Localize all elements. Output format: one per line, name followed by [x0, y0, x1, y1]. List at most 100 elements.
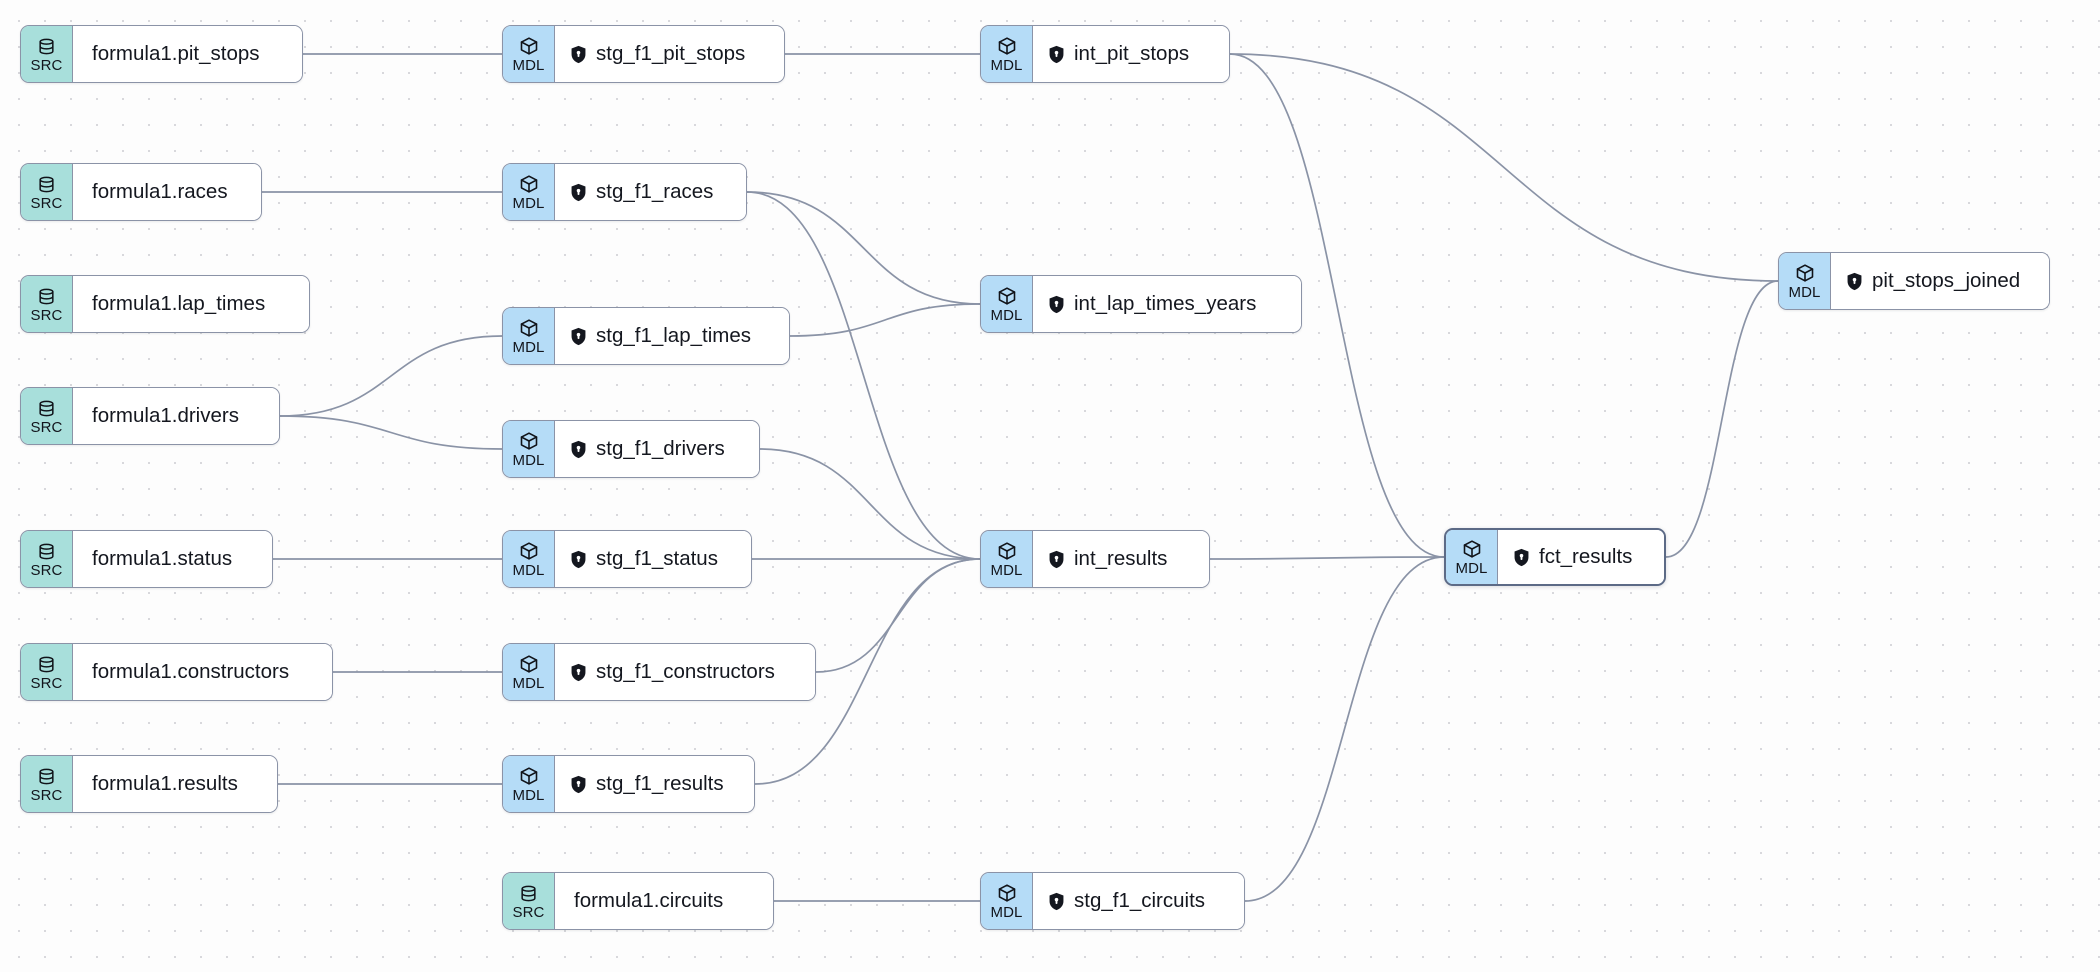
badge-label: SRC [30, 56, 63, 74]
cube-icon [519, 318, 539, 338]
node-label: int_lap_times_years [1074, 291, 1257, 315]
lineage-node-src-constructors[interactable]: SRC formula1.constructors [20, 643, 333, 701]
lineage-edge [789, 303, 981, 337]
node-body: stg_f1_constructors [555, 644, 815, 700]
node-body: stg_f1_results [555, 756, 754, 812]
cube-icon [519, 36, 539, 56]
badge-label: SRC [30, 194, 63, 212]
lineage-edge [1244, 556, 1445, 902]
node-label: stg_f1_status [596, 546, 718, 570]
lineage-node-int-lap-times[interactable]: MDL int_lap_times_years [980, 275, 1302, 333]
badge-label: SRC [30, 306, 63, 324]
node-body: fct_results [1498, 530, 1664, 584]
node-label: formula1.constructors [92, 659, 290, 683]
node-label: formula1.drivers [92, 403, 239, 427]
node-body: formula1.pit_stops [73, 26, 302, 82]
lineage-edge [279, 335, 503, 417]
badge-label: SRC [30, 674, 63, 692]
node-label: stg_f1_lap_times [596, 323, 751, 347]
shield-lock-icon [1846, 272, 1863, 291]
source-badge: SRC [21, 644, 73, 700]
database-icon [519, 883, 538, 903]
badge-label: SRC [30, 418, 63, 436]
lineage-edge [746, 191, 981, 305]
node-label: formula1.lap_times [92, 291, 266, 315]
lineage-node-int-pit-stops[interactable]: MDL int_pit_stops [980, 25, 1230, 83]
node-label: stg_f1_races [596, 179, 714, 203]
badge-label: MDL [512, 674, 545, 692]
model-badge: MDL [503, 756, 555, 812]
node-label: formula1.results [92, 771, 238, 795]
node-label: int_pit_stops [1074, 41, 1190, 65]
lineage-node-src-results[interactable]: SRC formula1.results [20, 755, 278, 813]
node-body: stg_f1_drivers [555, 421, 759, 477]
model-badge: MDL [503, 644, 555, 700]
node-body: stg_f1_circuits [1033, 873, 1244, 929]
cube-icon [519, 431, 539, 451]
node-label: fct_results [1539, 544, 1633, 568]
lineage-node-stg-results[interactable]: MDL stg_f1_results [502, 755, 755, 813]
shield-lock-icon [1048, 45, 1065, 64]
cube-icon [997, 541, 1017, 561]
lineage-node-src-lap-times[interactable]: SRC formula1.lap_times [20, 275, 310, 333]
lineage-edge [746, 191, 981, 560]
lineage-node-stg-constructors[interactable]: MDL stg_f1_constructors [502, 643, 816, 701]
node-label: stg_f1_circuits [1074, 888, 1206, 912]
node-label: int_results [1074, 546, 1168, 570]
badge-label: MDL [990, 306, 1023, 324]
shield-lock-icon [570, 440, 587, 459]
badge-label: MDL [512, 561, 545, 579]
shield-lock-icon [570, 775, 587, 794]
cube-icon [519, 541, 539, 561]
lineage-node-src-races[interactable]: SRC formula1.races [20, 163, 262, 221]
database-icon [37, 654, 56, 674]
database-icon [37, 286, 56, 306]
shield-lock-icon [570, 663, 587, 682]
node-body: pit_stops_joined [1831, 253, 2049, 309]
lineage-edge [1209, 556, 1445, 560]
lineage-node-src-pit-stops[interactable]: SRC formula1.pit_stops [20, 25, 303, 83]
source-badge: SRC [503, 873, 555, 929]
badge-label: MDL [512, 194, 545, 212]
node-body: formula1.circuits [555, 873, 773, 929]
node-label: formula1.status [92, 546, 233, 570]
lineage-edge [279, 415, 503, 450]
database-icon [37, 398, 56, 418]
node-body: formula1.races [73, 164, 261, 220]
node-body: stg_f1_races [555, 164, 746, 220]
badge-label: MDL [990, 56, 1023, 74]
model-badge: MDL [1779, 253, 1831, 309]
node-body: stg_f1_status [555, 531, 751, 587]
badge-label: MDL [512, 56, 545, 74]
node-body: formula1.results [73, 756, 277, 812]
badge-label: SRC [30, 786, 63, 804]
badge-label: MDL [512, 786, 545, 804]
model-badge: MDL [503, 421, 555, 477]
database-icon [37, 541, 56, 561]
model-badge: MDL [981, 276, 1033, 332]
shield-lock-icon [570, 45, 587, 64]
lineage-edge [815, 558, 981, 673]
source-badge: SRC [21, 756, 73, 812]
shield-lock-icon [1048, 892, 1065, 911]
lineage-node-stg-races[interactable]: MDL stg_f1_races [502, 163, 747, 221]
node-body: stg_f1_lap_times [555, 308, 789, 364]
lineage-node-src-drivers[interactable]: SRC formula1.drivers [20, 387, 280, 445]
cube-icon [997, 883, 1017, 903]
node-body: formula1.status [73, 531, 272, 587]
shield-lock-icon [1048, 550, 1065, 569]
node-body: int_lap_times_years [1033, 276, 1301, 332]
lineage-node-stg-status[interactable]: MDL stg_f1_status [502, 530, 752, 588]
model-badge: MDL [981, 26, 1033, 82]
